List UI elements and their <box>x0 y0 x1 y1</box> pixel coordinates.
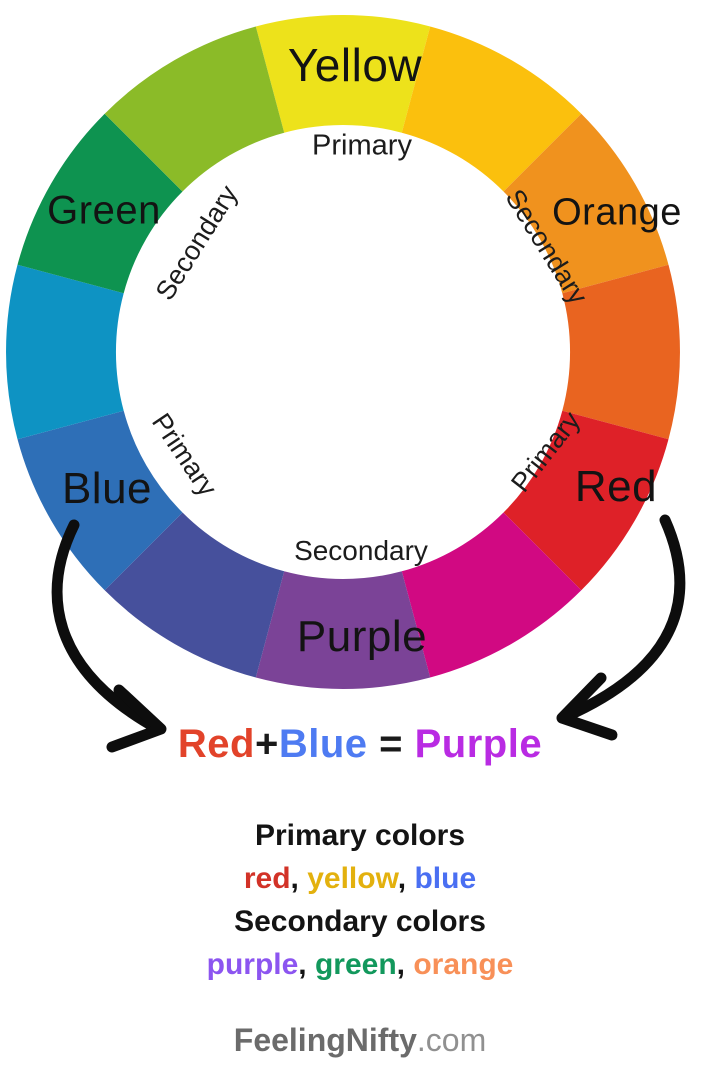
wheel-segment-purple <box>255 571 431 689</box>
segment-label-red: Red <box>574 462 658 511</box>
mixing-equation: Red+Blue = Purple <box>0 722 720 767</box>
blue-arrow <box>51 519 167 753</box>
segment-label-orange: Orange <box>552 191 682 234</box>
equation-blue: Blue <box>278 722 368 766</box>
legend-separator: , <box>396 948 414 981</box>
legend-primary-title: Primary colors <box>254 819 466 852</box>
segment-label-purple: Purple <box>296 612 428 661</box>
wheel-segment-red-purple <box>401 512 582 678</box>
red-arrow <box>556 514 686 741</box>
legend-secondary-items: purple, green, orange <box>0 943 720 986</box>
legend-item-green: green <box>314 948 397 981</box>
legend-item-orange: orange <box>413 948 514 981</box>
site-branding: FeelingNifty.com <box>0 1022 720 1059</box>
equation-red: Red <box>177 722 255 766</box>
wheel-segment-red-orange <box>562 264 680 440</box>
wheel-segment-yellow-orange <box>401 26 582 192</box>
segment-label-yellow: Yellow <box>287 39 423 91</box>
segment-label-green: Green <box>47 188 161 233</box>
wheel-segment-yellow-green <box>104 26 285 192</box>
legend-item-red: red <box>243 862 291 895</box>
legend-item-purple: purple <box>206 948 299 981</box>
wheel-segment-blue-green <box>6 264 124 440</box>
equation-equals: = <box>367 722 415 766</box>
wheel-segment-blue <box>17 410 183 591</box>
legend-item-yellow: yellow <box>307 862 398 895</box>
legend-secondary-title: Secondary colors <box>234 905 486 938</box>
equation-plus: + <box>254 722 279 766</box>
wheel-segment-green <box>17 113 183 294</box>
legend-separator: , <box>397 862 415 895</box>
legend-primary-items: red, yellow, blue <box>0 857 720 900</box>
legend-separator: , <box>290 862 308 895</box>
brand-name: FeelingNifty <box>233 1022 417 1058</box>
color-wheel-ring <box>6 15 680 689</box>
color-legend: Primary colors red, yellow, blue Seconda… <box>0 814 720 986</box>
equation-purple: Purple <box>414 722 543 766</box>
ring-label-primary-top: Primary <box>312 129 412 162</box>
wheel-segment-red <box>503 410 669 591</box>
ring-label-secondary-bottom: Secondary <box>294 535 428 566</box>
wheel-segment-orange <box>503 113 669 294</box>
segment-label-blue: Blue <box>61 464 153 513</box>
legend-item-blue: blue <box>414 862 477 895</box>
wheel-segment-blue-purple <box>104 512 285 678</box>
wheel-segment-yellow <box>255 15 431 133</box>
brand-domain: .com <box>416 1022 487 1058</box>
legend-separator: , <box>298 948 315 981</box>
